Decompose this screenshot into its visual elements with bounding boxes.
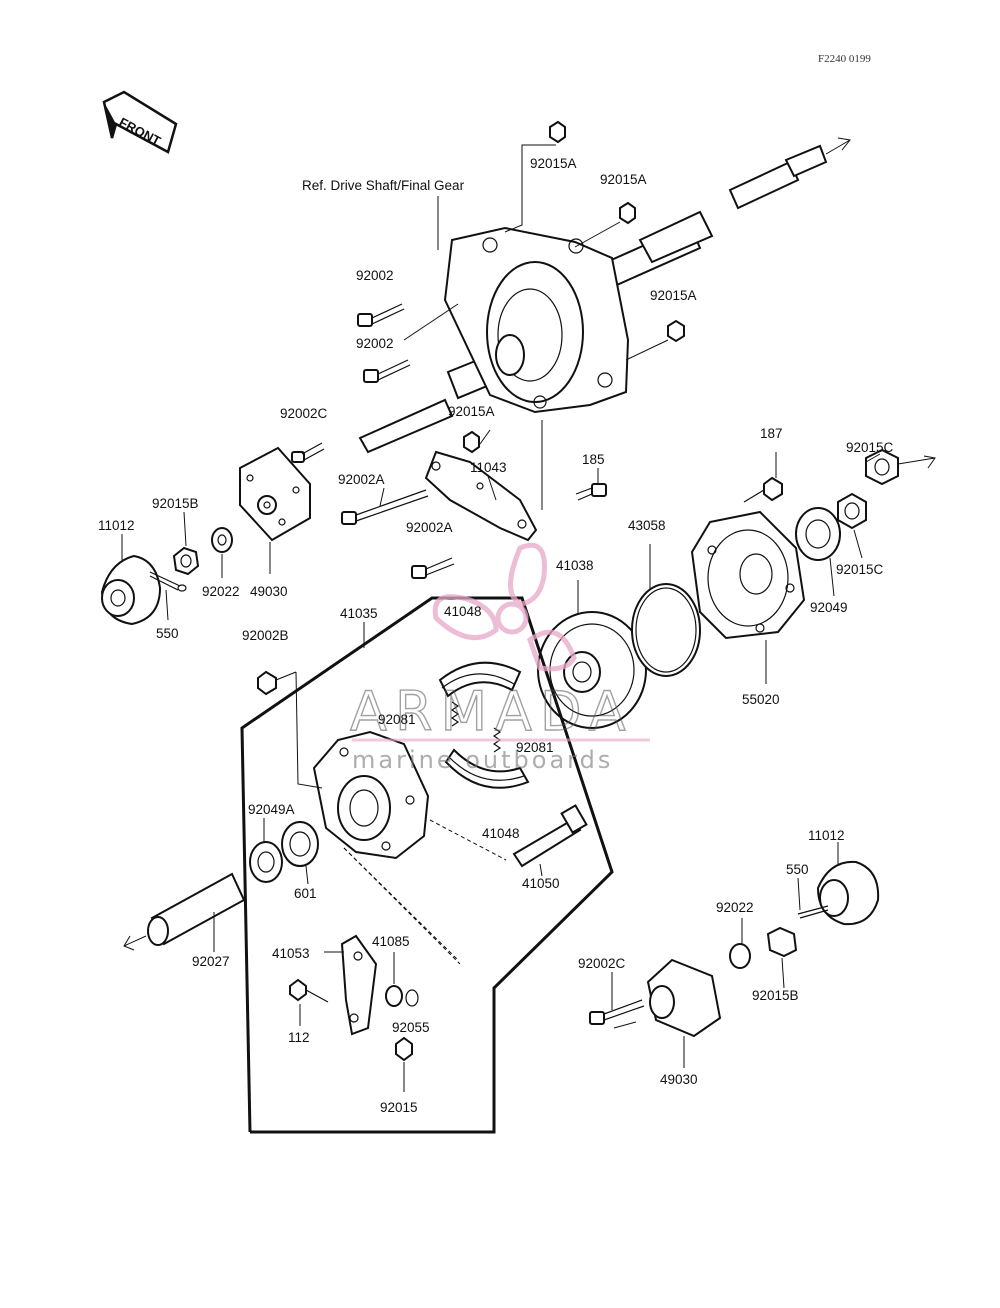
part-label: 41035 bbox=[340, 606, 378, 621]
part-label: 41053 bbox=[272, 946, 310, 961]
armada-logo: ARMADA marine outboards bbox=[349, 542, 650, 774]
part-label: 92022 bbox=[202, 584, 240, 599]
cover-49030-right bbox=[646, 958, 722, 1038]
part-label: 55020 bbox=[742, 692, 780, 707]
part-label: 92015 bbox=[380, 1100, 418, 1115]
camshaft-41050 bbox=[512, 804, 588, 868]
part-label: 185 bbox=[582, 452, 605, 467]
part-label: 41038 bbox=[556, 558, 594, 573]
part-label: 92002A bbox=[406, 520, 453, 535]
bolt-92002a-upper bbox=[341, 489, 429, 525]
part-label: 92015C bbox=[846, 440, 894, 455]
part-label: 92015B bbox=[152, 496, 199, 511]
bolt-112 bbox=[289, 978, 329, 1003]
sleeve-92027 bbox=[147, 872, 246, 946]
diagram-code: F2240 0199 bbox=[818, 53, 871, 65]
front-arrow-icon: FRONT bbox=[102, 90, 178, 154]
cotter-pin-550-right bbox=[797, 905, 829, 919]
bolt-92002c-right bbox=[589, 999, 645, 1025]
bolt-185 bbox=[575, 483, 607, 501]
part-label: 92049 bbox=[810, 600, 848, 615]
armada-tagline: marine outboards bbox=[352, 746, 613, 774]
brake-shoe-41048-upper bbox=[438, 661, 522, 698]
part-number-labels: 92015A 92015A 92002 92002 92015A 92002C … bbox=[98, 156, 894, 1115]
part-label: 92015A bbox=[530, 156, 577, 171]
bearing-601 bbox=[281, 821, 319, 867]
part-label: 92002A bbox=[338, 472, 385, 487]
bolt-92002a-lower bbox=[411, 557, 455, 579]
cap-11012-right bbox=[816, 860, 880, 926]
part-label: 601 bbox=[294, 886, 317, 901]
part-label: 187 bbox=[760, 426, 783, 441]
part-label: 41085 bbox=[372, 934, 410, 949]
nut-92015b-left bbox=[172, 546, 200, 576]
bolt-187 bbox=[743, 476, 783, 503]
reference-note: Ref. Drive Shaft/Final Gear bbox=[302, 178, 465, 193]
part-label: 92055 bbox=[392, 1020, 430, 1035]
armada-wordmark: ARMADA bbox=[350, 680, 634, 743]
part-label: 550 bbox=[786, 862, 809, 877]
bolt-92002b bbox=[257, 670, 297, 696]
part-label: 92015A bbox=[650, 288, 697, 303]
o-ring-43058 bbox=[631, 583, 701, 677]
washer-92022-left bbox=[211, 527, 233, 553]
part-label: 41048 bbox=[482, 826, 520, 841]
part-label: 49030 bbox=[660, 1072, 698, 1087]
nut-92015c-outer bbox=[865, 448, 899, 486]
cap-11012-left bbox=[100, 554, 162, 626]
drive-shaft-assembly bbox=[358, 137, 851, 454]
part-label: 92002C bbox=[578, 956, 626, 971]
brake-lever-41053 bbox=[340, 934, 378, 1036]
part-label: 112 bbox=[288, 1030, 310, 1045]
brake-cover-55020 bbox=[690, 510, 806, 640]
bolt-92002-upper bbox=[357, 303, 405, 327]
nut-92015a-right bbox=[667, 319, 685, 343]
cover-49030-left bbox=[239, 446, 311, 542]
part-label: 92002 bbox=[356, 268, 394, 283]
part-label: 92002C bbox=[280, 406, 328, 421]
brake-panel bbox=[312, 730, 430, 860]
part-label: 92015C bbox=[836, 562, 884, 577]
part-label: 92081 bbox=[516, 740, 554, 755]
part-label: 550 bbox=[156, 626, 179, 641]
part-label: 92049A bbox=[248, 802, 295, 817]
seal-92049a bbox=[249, 841, 283, 883]
nut-92015b-right bbox=[766, 926, 798, 958]
bolt-92002c-left bbox=[291, 442, 325, 463]
nut-92015-lever bbox=[395, 1036, 413, 1062]
bracket-11043 bbox=[424, 450, 538, 542]
nut-92015a-top bbox=[549, 120, 566, 144]
part-label: 92002 bbox=[356, 336, 394, 351]
part-label: 92015B bbox=[752, 988, 799, 1003]
part-label: 92002B bbox=[242, 628, 289, 643]
part-label: 92015A bbox=[448, 404, 495, 419]
nut-92015c-inner bbox=[837, 492, 867, 530]
part-label: 11012 bbox=[808, 828, 845, 843]
part-label: 92027 bbox=[192, 954, 230, 969]
part-label: 41048 bbox=[444, 604, 482, 619]
brake-shoe-41048-lower bbox=[444, 748, 530, 789]
bolt-92002-lower bbox=[363, 359, 411, 383]
o-ring-92055 bbox=[405, 989, 419, 1007]
part-label: 11043 bbox=[470, 460, 507, 475]
nut-92015a-lower bbox=[463, 430, 480, 454]
part-label: 92022 bbox=[716, 900, 754, 915]
nut-92015a-mid bbox=[619, 201, 636, 225]
part-label: 43058 bbox=[628, 518, 666, 533]
spring-92081-left bbox=[450, 701, 460, 727]
washer-41085 bbox=[385, 985, 403, 1007]
part-label: 41050 bbox=[522, 876, 560, 891]
part-label: 92015A bbox=[600, 172, 647, 187]
seal-92049 bbox=[795, 507, 841, 561]
washer-92022-right bbox=[729, 943, 751, 969]
part-label: 11012 bbox=[98, 518, 135, 533]
part-label: 92081 bbox=[378, 712, 416, 727]
part-label: 49030 bbox=[250, 584, 288, 599]
cotter-pin-550-left bbox=[149, 571, 187, 592]
